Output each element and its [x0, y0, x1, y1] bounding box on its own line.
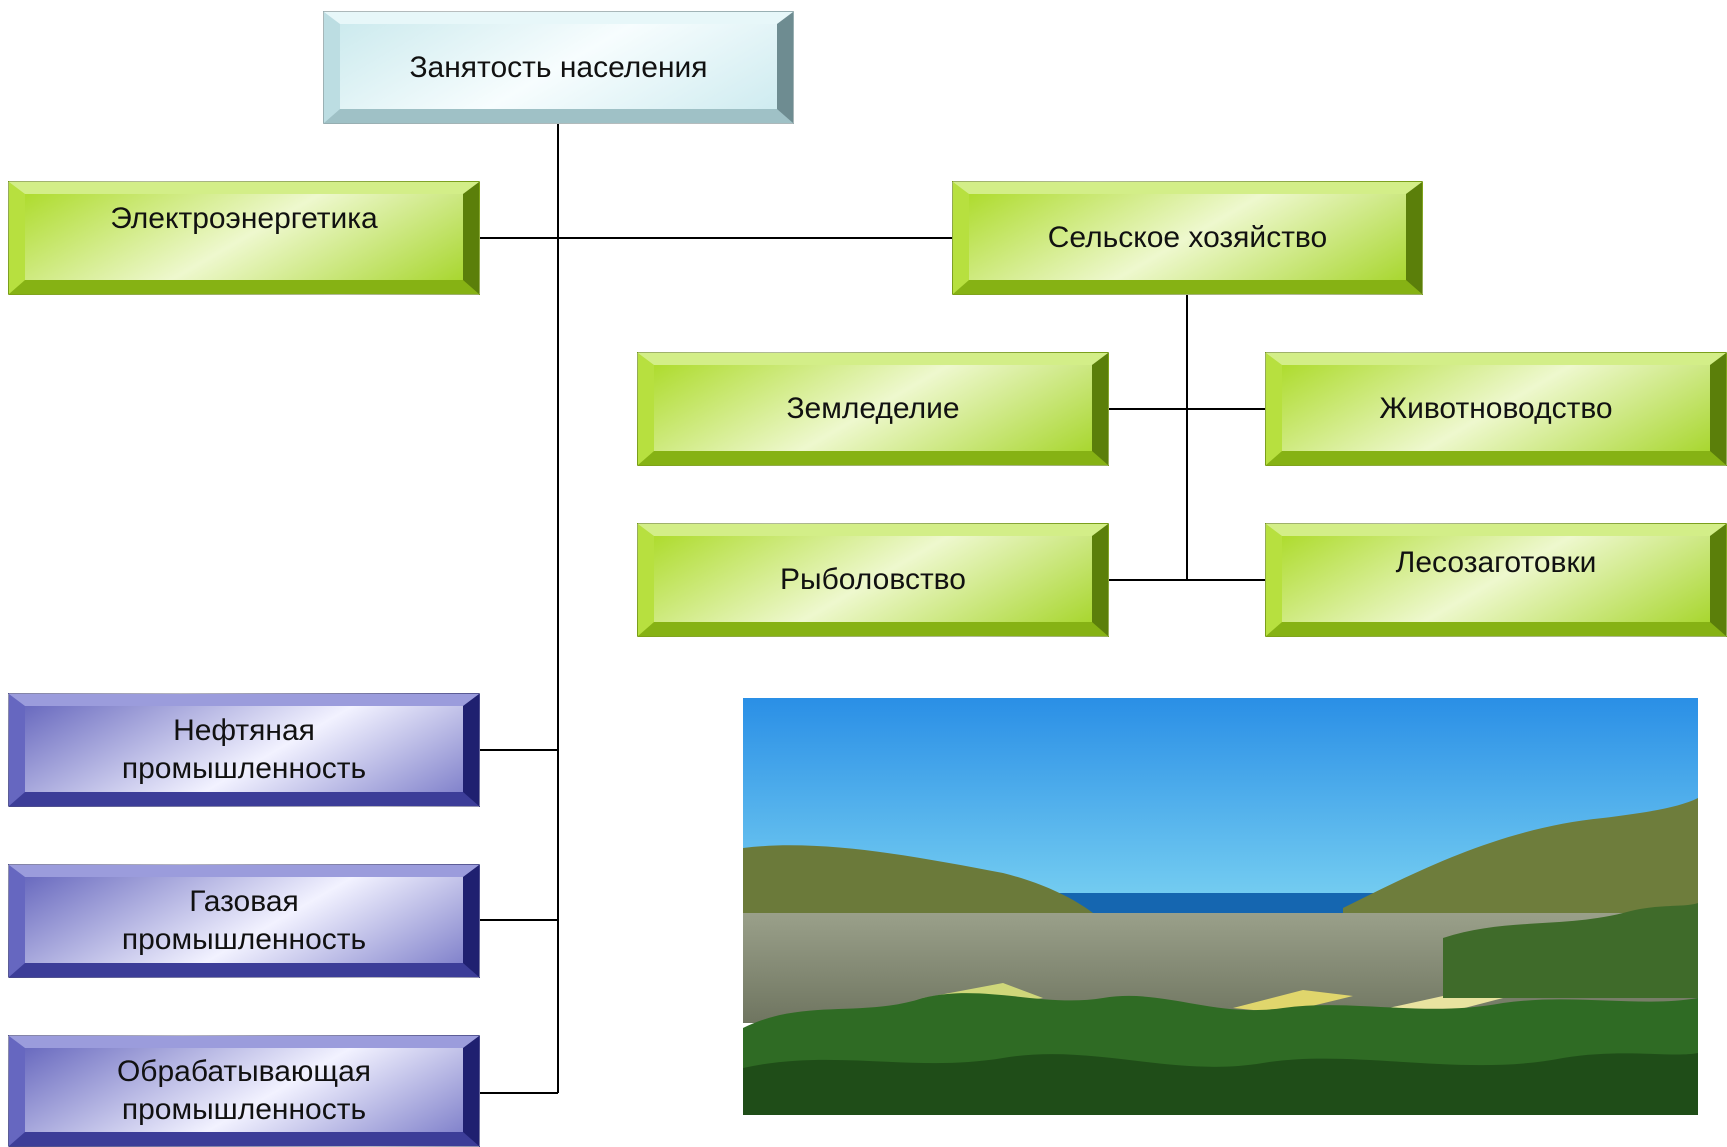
- electro-label: Электроэнергетика: [110, 202, 378, 235]
- node-agriculture: Сельское хозяйство: [952, 181, 1423, 295]
- oil-label: Нефтяная промышленность: [121, 714, 367, 785]
- node-fishing: Рыболовство: [637, 523, 1109, 637]
- agriculture-label: Сельское хозяйство: [1047, 221, 1328, 254]
- right-forest: [1443, 903, 1698, 998]
- landscape-photo: [743, 698, 1698, 1115]
- fishing-label: Рыболовство: [780, 563, 966, 596]
- node-manufacturing: Обрабатывающая промышленность: [8, 1035, 480, 1147]
- livestock-label: Животноводство: [1379, 392, 1613, 425]
- landscape-illustration: [743, 698, 1698, 1115]
- foreground-trees-dark: [743, 1053, 1698, 1115]
- gas-label: Газовая промышленность: [121, 885, 367, 956]
- farming-label: Земледелие: [786, 392, 960, 425]
- node-livestock: Животноводство: [1265, 352, 1727, 466]
- node-electro: Электроэнергетика: [8, 181, 480, 295]
- manufacturing-label: Обрабатывающая промышленность: [116, 1055, 372, 1126]
- node-oil: Нефтяная промышленность: [8, 693, 480, 807]
- node-logging: Лесозаготовки: [1265, 523, 1727, 637]
- node-farming: Земледелие: [637, 352, 1109, 466]
- root-label: Занятость населения: [409, 50, 708, 84]
- root-node: Занятость населения: [323, 11, 794, 124]
- node-gas: Газовая промышленность: [8, 864, 480, 978]
- logging-label: Лесозаготовки: [1395, 546, 1597, 579]
- field-strip-2: [1233, 990, 1353, 1013]
